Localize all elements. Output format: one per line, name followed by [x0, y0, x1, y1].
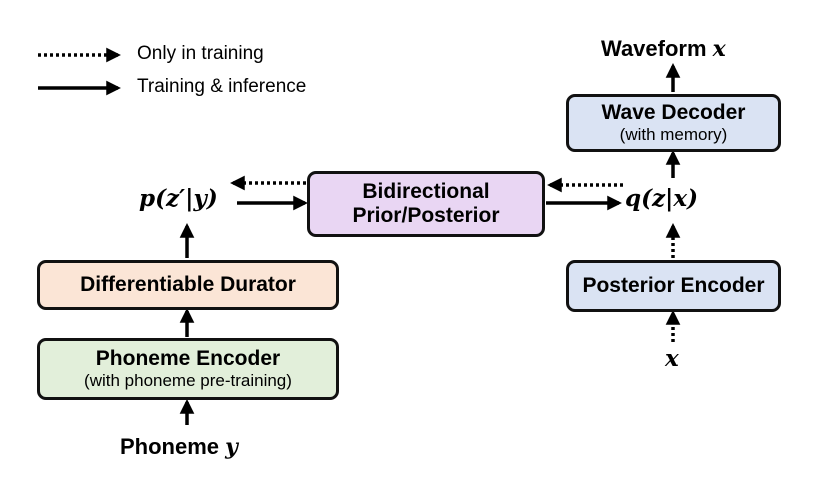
- wave-decoder-title: Wave Decoder: [601, 101, 746, 125]
- phoneme-word: Phoneme: [120, 434, 220, 459]
- prior-label: p(z′|y): [139, 185, 218, 212]
- bidirectional-line1: Bidirectional: [362, 179, 490, 203]
- waveform-word: Waveform: [601, 36, 707, 61]
- bidirectional-line2: Prior/Posterior: [352, 204, 500, 227]
- wave-decoder-subtitle: (with memory): [619, 125, 728, 145]
- waveform-var: x: [712, 36, 726, 62]
- posterior-label: q(z|x): [625, 185, 698, 212]
- posterior-encoder-box: Posterior Encoder: [566, 260, 781, 312]
- legend-solid-label: Training & inference: [137, 76, 307, 97]
- input-x-label: x: [665, 345, 679, 372]
- phoneme-encoder-box: Phoneme Encoder (with phoneme pre-traini…: [37, 338, 339, 400]
- wave-decoder-box: Wave Decoder (with memory): [566, 94, 781, 152]
- bidirectional-box: Bidirectional Prior/Posterior: [307, 171, 545, 237]
- legend-dotted-label: Only in training: [137, 43, 264, 64]
- phoneme-encoder-subtitle: (with phoneme pre-training): [84, 371, 292, 391]
- waveform-output-label: Waveform x: [601, 36, 726, 62]
- phoneme-encoder-title: Phoneme Encoder: [95, 347, 281, 371]
- posterior-encoder-title: Posterior Encoder: [582, 273, 765, 297]
- differentiable-durator-box: Differentiable Durator: [37, 260, 339, 310]
- differentiable-durator-title: Differentiable Durator: [80, 272, 296, 296]
- phoneme-input-label: Phoneme y: [120, 434, 238, 460]
- phoneme-var: y: [225, 434, 238, 460]
